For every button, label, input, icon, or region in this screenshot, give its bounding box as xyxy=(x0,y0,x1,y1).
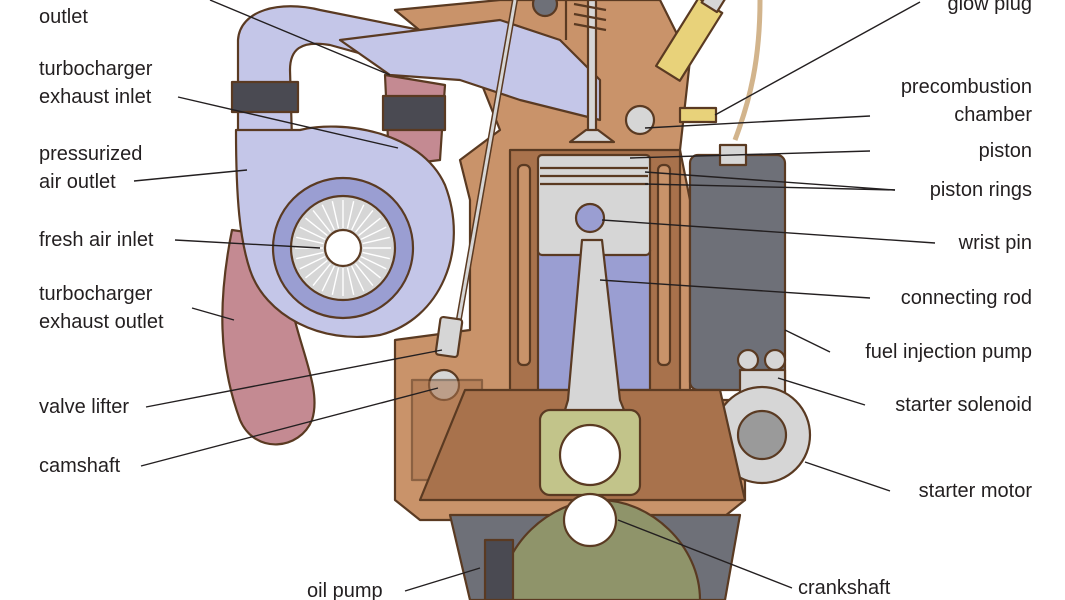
crank-journal xyxy=(562,492,618,548)
leader-glow-plug xyxy=(714,1,921,116)
valve-stem xyxy=(586,0,598,142)
crankpin-bore xyxy=(558,423,622,487)
leader-valve-lifter xyxy=(145,349,443,408)
label-piston: piston xyxy=(978,140,1032,162)
label-precombustion-1: precombustion xyxy=(900,76,1032,98)
label-exhaust-outlet: outlet xyxy=(39,6,88,28)
fuel-line xyxy=(732,0,763,141)
fuel-injector xyxy=(654,0,730,82)
label-turbo-exhaust-inlet-1: turbocharger xyxy=(39,58,153,80)
valve-lifter xyxy=(434,315,464,359)
leader-turbo-exhaust-outlet xyxy=(191,307,235,321)
label-starter-motor: starter motor xyxy=(918,480,1032,502)
compressor-blade xyxy=(351,204,365,231)
compressor-blade xyxy=(362,251,390,260)
compressor-blade xyxy=(358,217,381,237)
leader-pressurized-air xyxy=(133,169,248,182)
leader-piston-rings-a xyxy=(644,171,896,191)
leader-starter-solenoid xyxy=(777,377,866,406)
compressor-blade xyxy=(305,259,328,279)
compressor-blade xyxy=(296,236,324,245)
label-pressurized-air-1: pressurized xyxy=(39,143,143,165)
pipe-clamp-left xyxy=(230,80,300,114)
label-pressurized-air-2: air outlet xyxy=(39,171,116,193)
compressor-blade xyxy=(312,210,332,233)
compressor-blade xyxy=(354,263,374,286)
label-camshaft: camshaft xyxy=(39,455,121,477)
fresh-air-inlet-eye xyxy=(323,228,363,268)
compressor-blade xyxy=(354,210,374,233)
compressor-blade xyxy=(296,251,324,260)
compressor-blade xyxy=(360,256,387,270)
starter-solenoid-terminal-1 xyxy=(736,348,760,372)
label-turbo-exhaust-outlet-1: turbocharger xyxy=(39,283,153,305)
compressor-blade xyxy=(299,226,326,240)
valve-head xyxy=(568,128,616,144)
compressor-blade xyxy=(331,201,340,229)
leader-turbo-exhaust-inlet xyxy=(177,96,399,149)
pushrod-shine xyxy=(455,0,517,331)
leader-fresh-air-inlet xyxy=(174,239,321,249)
precombustion-chamber xyxy=(624,104,656,136)
label-glow-plug: glow plug xyxy=(947,0,1032,15)
compressor-blade xyxy=(360,226,387,240)
leader-oil-pump xyxy=(404,567,481,592)
compressor-blade xyxy=(331,267,340,295)
label-wrist-pin: wrist pin xyxy=(958,232,1032,254)
label-connecting-rod: connecting rod xyxy=(900,287,1032,309)
compressor-blade xyxy=(358,259,381,279)
label-starter-solenoid: starter solenoid xyxy=(895,394,1032,416)
label-precombustion-2: chamber xyxy=(954,104,1032,126)
leader-crankshaft xyxy=(617,519,793,589)
compressor-blade xyxy=(305,217,328,237)
rocker-pivot xyxy=(531,0,559,18)
compressor-blade xyxy=(351,265,365,292)
leader-starter-motor xyxy=(804,461,891,492)
compressor-blade xyxy=(321,204,335,231)
leader-fuel-injection-pump xyxy=(784,329,831,353)
leader-piston xyxy=(629,150,871,159)
compressor-blade xyxy=(346,267,355,295)
coolant-passage-left xyxy=(516,163,532,367)
starter-motor-hub xyxy=(736,409,788,461)
glow-plug xyxy=(678,106,718,124)
leader-wrist-pin xyxy=(601,219,936,244)
compressor-blade xyxy=(362,236,390,245)
label-turbo-exhaust-inlet-2: exhaust inlet xyxy=(39,86,152,108)
label-fresh-air-inlet: fresh air inlet xyxy=(39,229,154,251)
label-turbo-exhaust-outlet-2: exhaust outlet xyxy=(39,311,164,333)
valve-spring xyxy=(564,0,607,40)
compressor-blade xyxy=(346,201,355,229)
wrist-pin xyxy=(574,202,606,234)
label-fuel-injection-pump: fuel injection pump xyxy=(865,341,1032,363)
leader-precombustion xyxy=(644,115,871,129)
coolant-passage-right xyxy=(656,163,672,367)
label-crankshaft: crankshaft xyxy=(798,577,891,599)
pipe-clamp-right xyxy=(381,94,447,132)
oil-pump xyxy=(483,538,515,600)
label-oil-pump: oil pump xyxy=(307,580,383,600)
leader-camshaft xyxy=(140,387,439,467)
intake-manifold xyxy=(338,18,602,122)
compressor-blade xyxy=(299,256,326,270)
starter-solenoid-terminal-2 xyxy=(763,348,787,372)
compressor-blade xyxy=(321,265,335,292)
label-piston-rings: piston rings xyxy=(929,179,1032,201)
leader-piston-rings-b xyxy=(644,183,896,191)
compressor-blade xyxy=(312,263,332,286)
leader-connecting-rod xyxy=(599,279,871,299)
label-valve-lifter: valve lifter xyxy=(39,396,130,418)
leader-exhaust-outlet xyxy=(209,0,391,76)
